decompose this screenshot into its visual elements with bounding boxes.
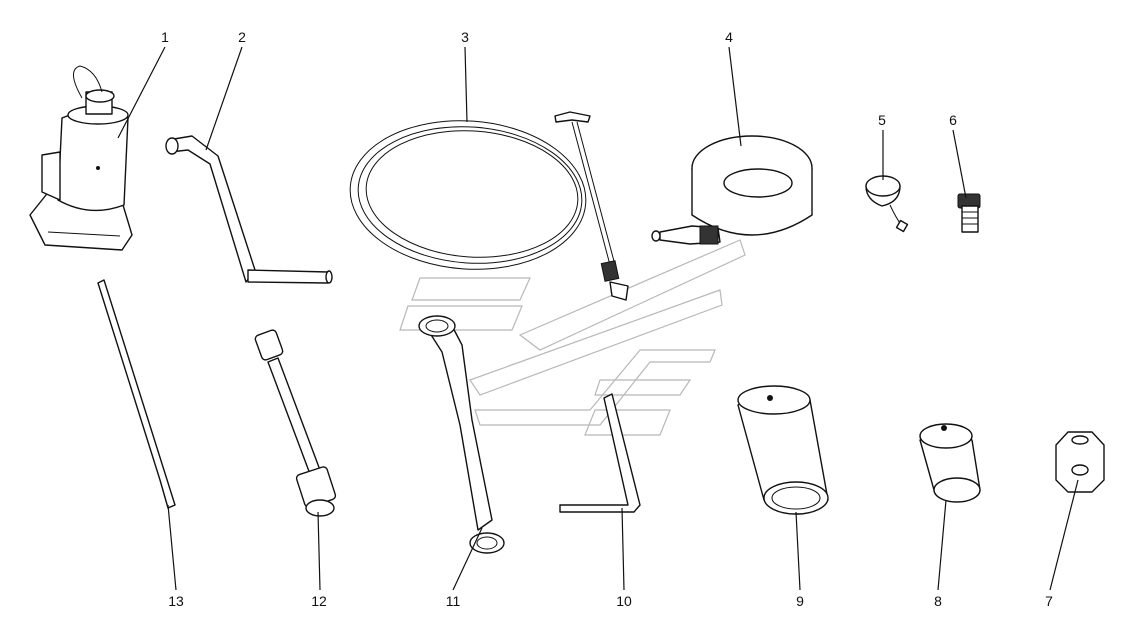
callout-5: 5	[878, 112, 886, 128]
callout-2: 2	[238, 29, 246, 45]
callout-6: 6	[949, 112, 957, 128]
crank-handle	[165, 135, 333, 284]
bottle-jack	[29, 65, 133, 251]
socket-extension	[254, 329, 337, 517]
callout-12: 12	[311, 593, 327, 609]
callout-1: 1	[161, 29, 169, 45]
hex-nut	[1055, 431, 1105, 493]
watermark-logo	[399, 239, 746, 436]
callout-8: 8	[934, 593, 942, 609]
coiled-hose-connector	[651, 135, 813, 245]
callout-3: 3	[461, 29, 469, 45]
hex-key	[559, 393, 641, 513]
pressure-gauge	[865, 175, 909, 233]
callout-9: 9	[796, 593, 804, 609]
air-hose-coil	[349, 120, 587, 270]
hose-with-fittings	[554, 111, 629, 301]
callout-11: 11	[446, 593, 461, 609]
callout-10: 10	[616, 593, 632, 609]
small-socket	[919, 423, 981, 503]
pry-bar	[97, 279, 176, 509]
large-socket	[737, 385, 829, 515]
callout-7: 7	[1045, 593, 1053, 609]
leader-lines	[117, 46, 1079, 591]
callout-labels: 1 2 3 4 5 6 7 8 9 10 11 12 13	[161, 29, 1053, 609]
offset-box-wrench	[418, 315, 505, 554]
bolt	[957, 193, 981, 233]
callout-4: 4	[725, 29, 733, 45]
callout-13: 13	[168, 593, 184, 609]
